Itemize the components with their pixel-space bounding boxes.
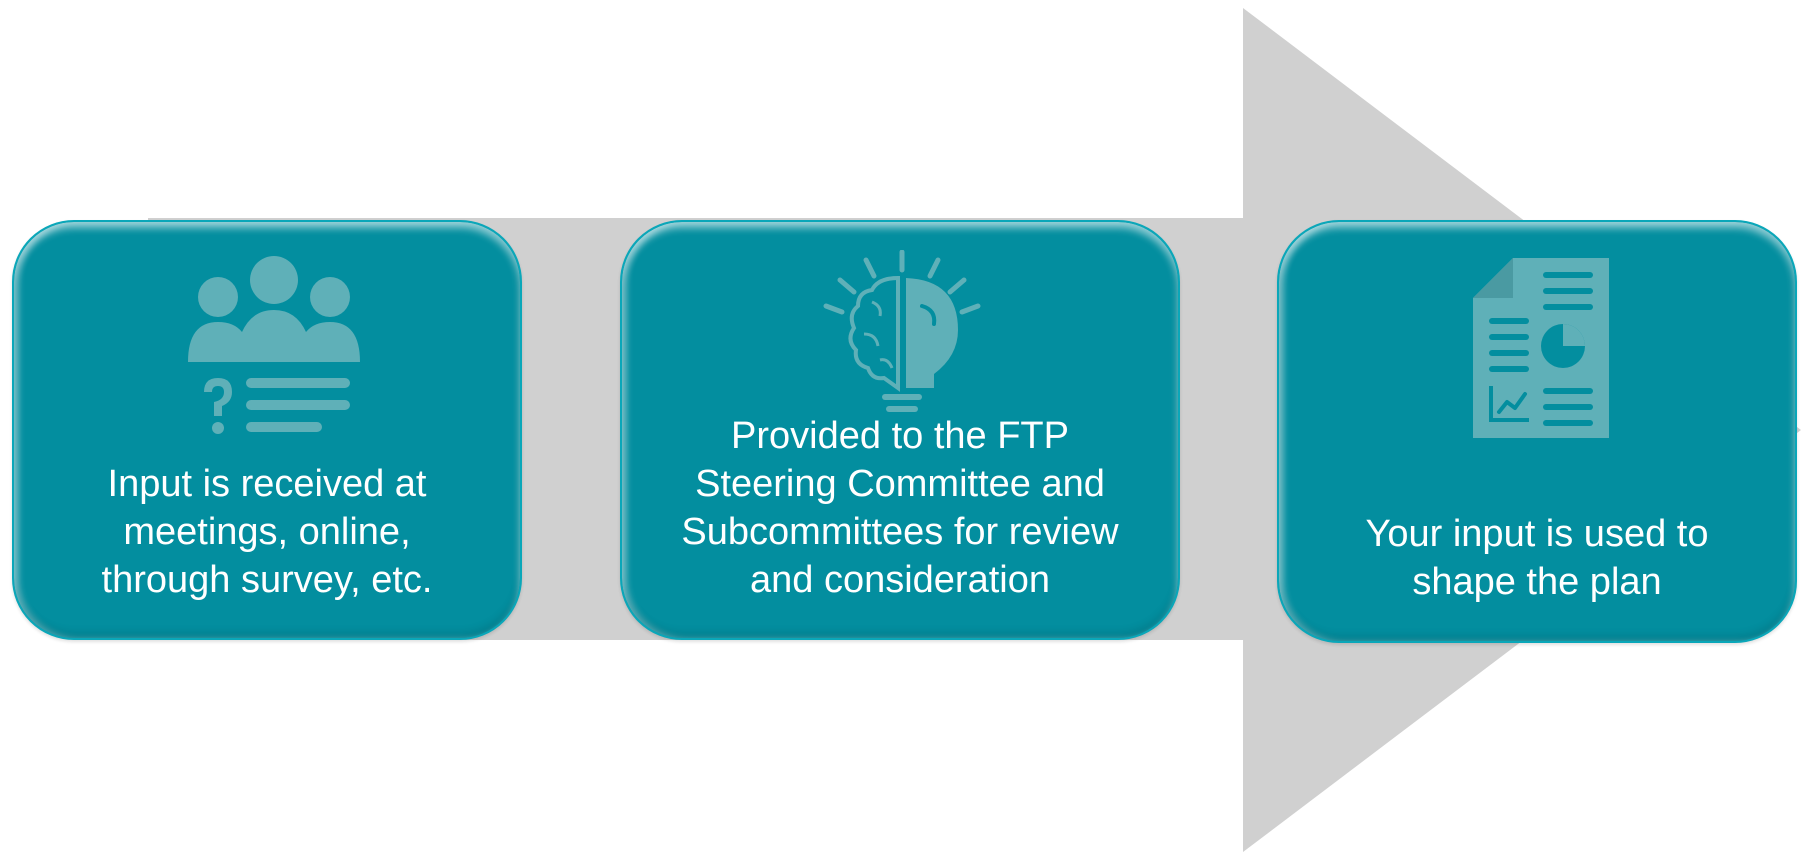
step-text-line: Provided to the FTP xyxy=(731,415,1069,457)
step-card-1: Input is received at meetings, online, t… xyxy=(12,220,522,640)
step-text-line: meetings, online, xyxy=(123,511,411,553)
step-text-line: through survey, etc. xyxy=(101,559,433,601)
step-text-3: Your input is used to shape the plan xyxy=(1279,510,1795,606)
people-question-icon xyxy=(188,256,360,434)
step-card-3: Your input is used to shape the plan xyxy=(1277,220,1797,643)
step-text-line: and consideration xyxy=(750,559,1050,601)
step-text-line: Steering Committee and xyxy=(695,463,1105,505)
step-text-line: Input is received at xyxy=(107,463,427,505)
step-text-2: Provided to the FTP Steering Committee a… xyxy=(622,412,1178,604)
step-text-line: Your input is used to xyxy=(1365,513,1709,555)
report-document-icon xyxy=(1473,258,1609,438)
step-text-line: Subcommittees for review xyxy=(681,511,1119,553)
brain-lightbulb-icon xyxy=(823,250,981,412)
step-text-line: shape the plan xyxy=(1412,561,1662,603)
step-text-1: Input is received at meetings, online, t… xyxy=(14,460,520,604)
step-card-2: Provided to the FTP Steering Committee a… xyxy=(620,220,1180,640)
